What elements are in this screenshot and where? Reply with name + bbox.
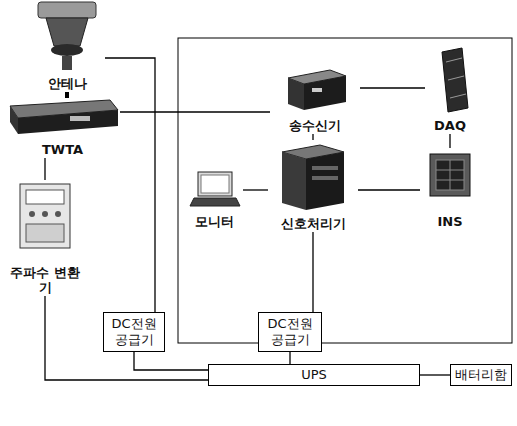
connector-line: [45, 296, 208, 380]
ins-grid: [450, 160, 451, 190]
connector-line: [134, 352, 208, 370]
daq-stripe: [446, 58, 462, 62]
connector-line: [65, 92, 69, 98]
node-label: 안테나: [48, 76, 87, 92]
connector-line: [120, 111, 270, 112]
node-label: 배터리함: [455, 367, 507, 383]
connector-line: [420, 374, 450, 375]
daq-card: [442, 48, 468, 112]
converter-knob: [42, 211, 48, 217]
monitor-picture: [190, 172, 240, 206]
node-label: TWTA: [42, 142, 83, 158]
converter-panel: [26, 190, 64, 204]
transceiver-picture: [288, 70, 346, 110]
connector-line: [44, 158, 45, 180]
node-label: INS: [437, 214, 462, 230]
transceiver-display: [312, 88, 322, 92]
daq-stripe: [448, 76, 464, 80]
processor-picture: [282, 145, 344, 210]
processor-side: [282, 152, 306, 210]
node-label: 주파수 변환기: [7, 265, 83, 296]
antenna-radome: [38, 2, 96, 18]
twta-node: TWTA: [5, 98, 120, 158]
daq-stripe: [450, 94, 466, 98]
monitor-node: 모니터: [185, 168, 243, 230]
converter-knob: [29, 211, 35, 217]
processor-slot: [312, 166, 338, 170]
converter-node: 주파수 변환기: [7, 180, 83, 296]
connector-line: [105, 58, 155, 312]
power-supply-box: DC전원 공급기: [103, 312, 165, 352]
daq-node: DAQ: [425, 45, 475, 134]
ups-box: UPS: [208, 364, 420, 386]
node-label: 송수신기: [289, 118, 341, 134]
connector-line: [449, 134, 450, 148]
transceiver-front: [304, 76, 346, 110]
node-label: DC전원 공급기: [106, 316, 162, 347]
converter-knob: [55, 211, 61, 217]
node-label: DC전원 공급기: [261, 316, 319, 347]
twta-display: [70, 116, 90, 121]
processor-front: [306, 152, 344, 210]
node-label: 모니터: [195, 214, 234, 230]
node-label: 신호처리기: [281, 216, 346, 232]
node-label: UPS: [301, 367, 327, 383]
laptop-base: [190, 198, 240, 206]
node-label: DAQ: [434, 118, 466, 134]
laptop-screen: [198, 172, 232, 196]
antenna-feed: [62, 56, 72, 70]
ins-node: INS: [420, 148, 480, 230]
twta-front: [18, 110, 118, 134]
connector-line: [312, 232, 313, 312]
connector-line: [312, 134, 313, 140]
ins-picture: [430, 154, 470, 196]
ins-face: [436, 160, 464, 190]
converter-door: [26, 224, 64, 242]
transceiver-side: [288, 78, 304, 110]
power-supply-box: DC전원 공급기: [258, 312, 322, 352]
antenna-pedestal: [46, 18, 88, 46]
twta-picture: [10, 100, 118, 134]
processor-slot: [312, 176, 338, 180]
connector-line: [243, 189, 268, 190]
antenna-picture: [38, 2, 96, 70]
antenna-base: [51, 44, 83, 56]
ins-body: [430, 154, 470, 196]
converter-picture: [20, 184, 70, 248]
transceiver-node: 송수신기: [270, 68, 360, 134]
twta-side: [10, 106, 18, 134]
antenna-node: 안테나: [30, 0, 105, 92]
connector-line: [358, 189, 420, 190]
system-enclosure: [178, 38, 512, 343]
processor-node: 신호처리기: [268, 140, 358, 232]
connector-line: [289, 352, 290, 364]
battery-box: 배터리함: [450, 364, 512, 386]
connector-line: [360, 87, 425, 88]
daq-picture: [442, 48, 468, 112]
converter-cabinet: [20, 184, 70, 248]
laptop-display: [201, 175, 229, 193]
